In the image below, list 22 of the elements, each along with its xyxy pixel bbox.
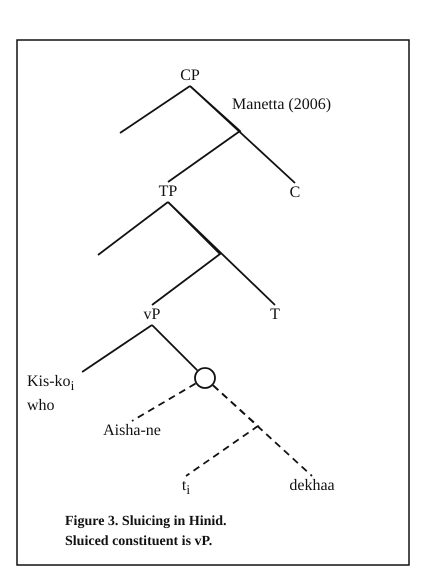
tree-node-label: T: [267, 305, 283, 325]
tree-node-label: Kis-ko$_{i}$ who: [27, 372, 85, 416]
citation-note: Manetta (2006): [232, 95, 332, 115]
dashed-branch-line: [212, 384, 313, 477]
branch-line: [151, 324, 198, 371]
dashed-branch-line: [132, 382, 196, 422]
tree-node-label: Aisha-ne: [94, 421, 170, 441]
dashed-branch-line: [185, 384, 260, 477]
tree-node-label: t$_{i}$: [178, 476, 194, 500]
tree-node-label: TP: [153, 182, 183, 202]
tree-node-label: vP: [139, 305, 165, 325]
branch-line: [120, 85, 190, 134]
figure-caption: Figure 3. Sluicing in Hinid. Sluiced constituent is vP.: [65, 513, 228, 551]
branch-line: [167, 85, 242, 183]
branch-line: [82, 324, 152, 373]
tree-node-label: CP: [175, 66, 205, 86]
tree-node-label: dekhaa: [284, 476, 340, 496]
branch-line: [189, 85, 296, 184]
branch-line: [167, 201, 276, 306]
tree-node-label: C: [287, 183, 303, 203]
branch-line: [97, 201, 169, 256]
node-circle: [194, 367, 216, 389]
